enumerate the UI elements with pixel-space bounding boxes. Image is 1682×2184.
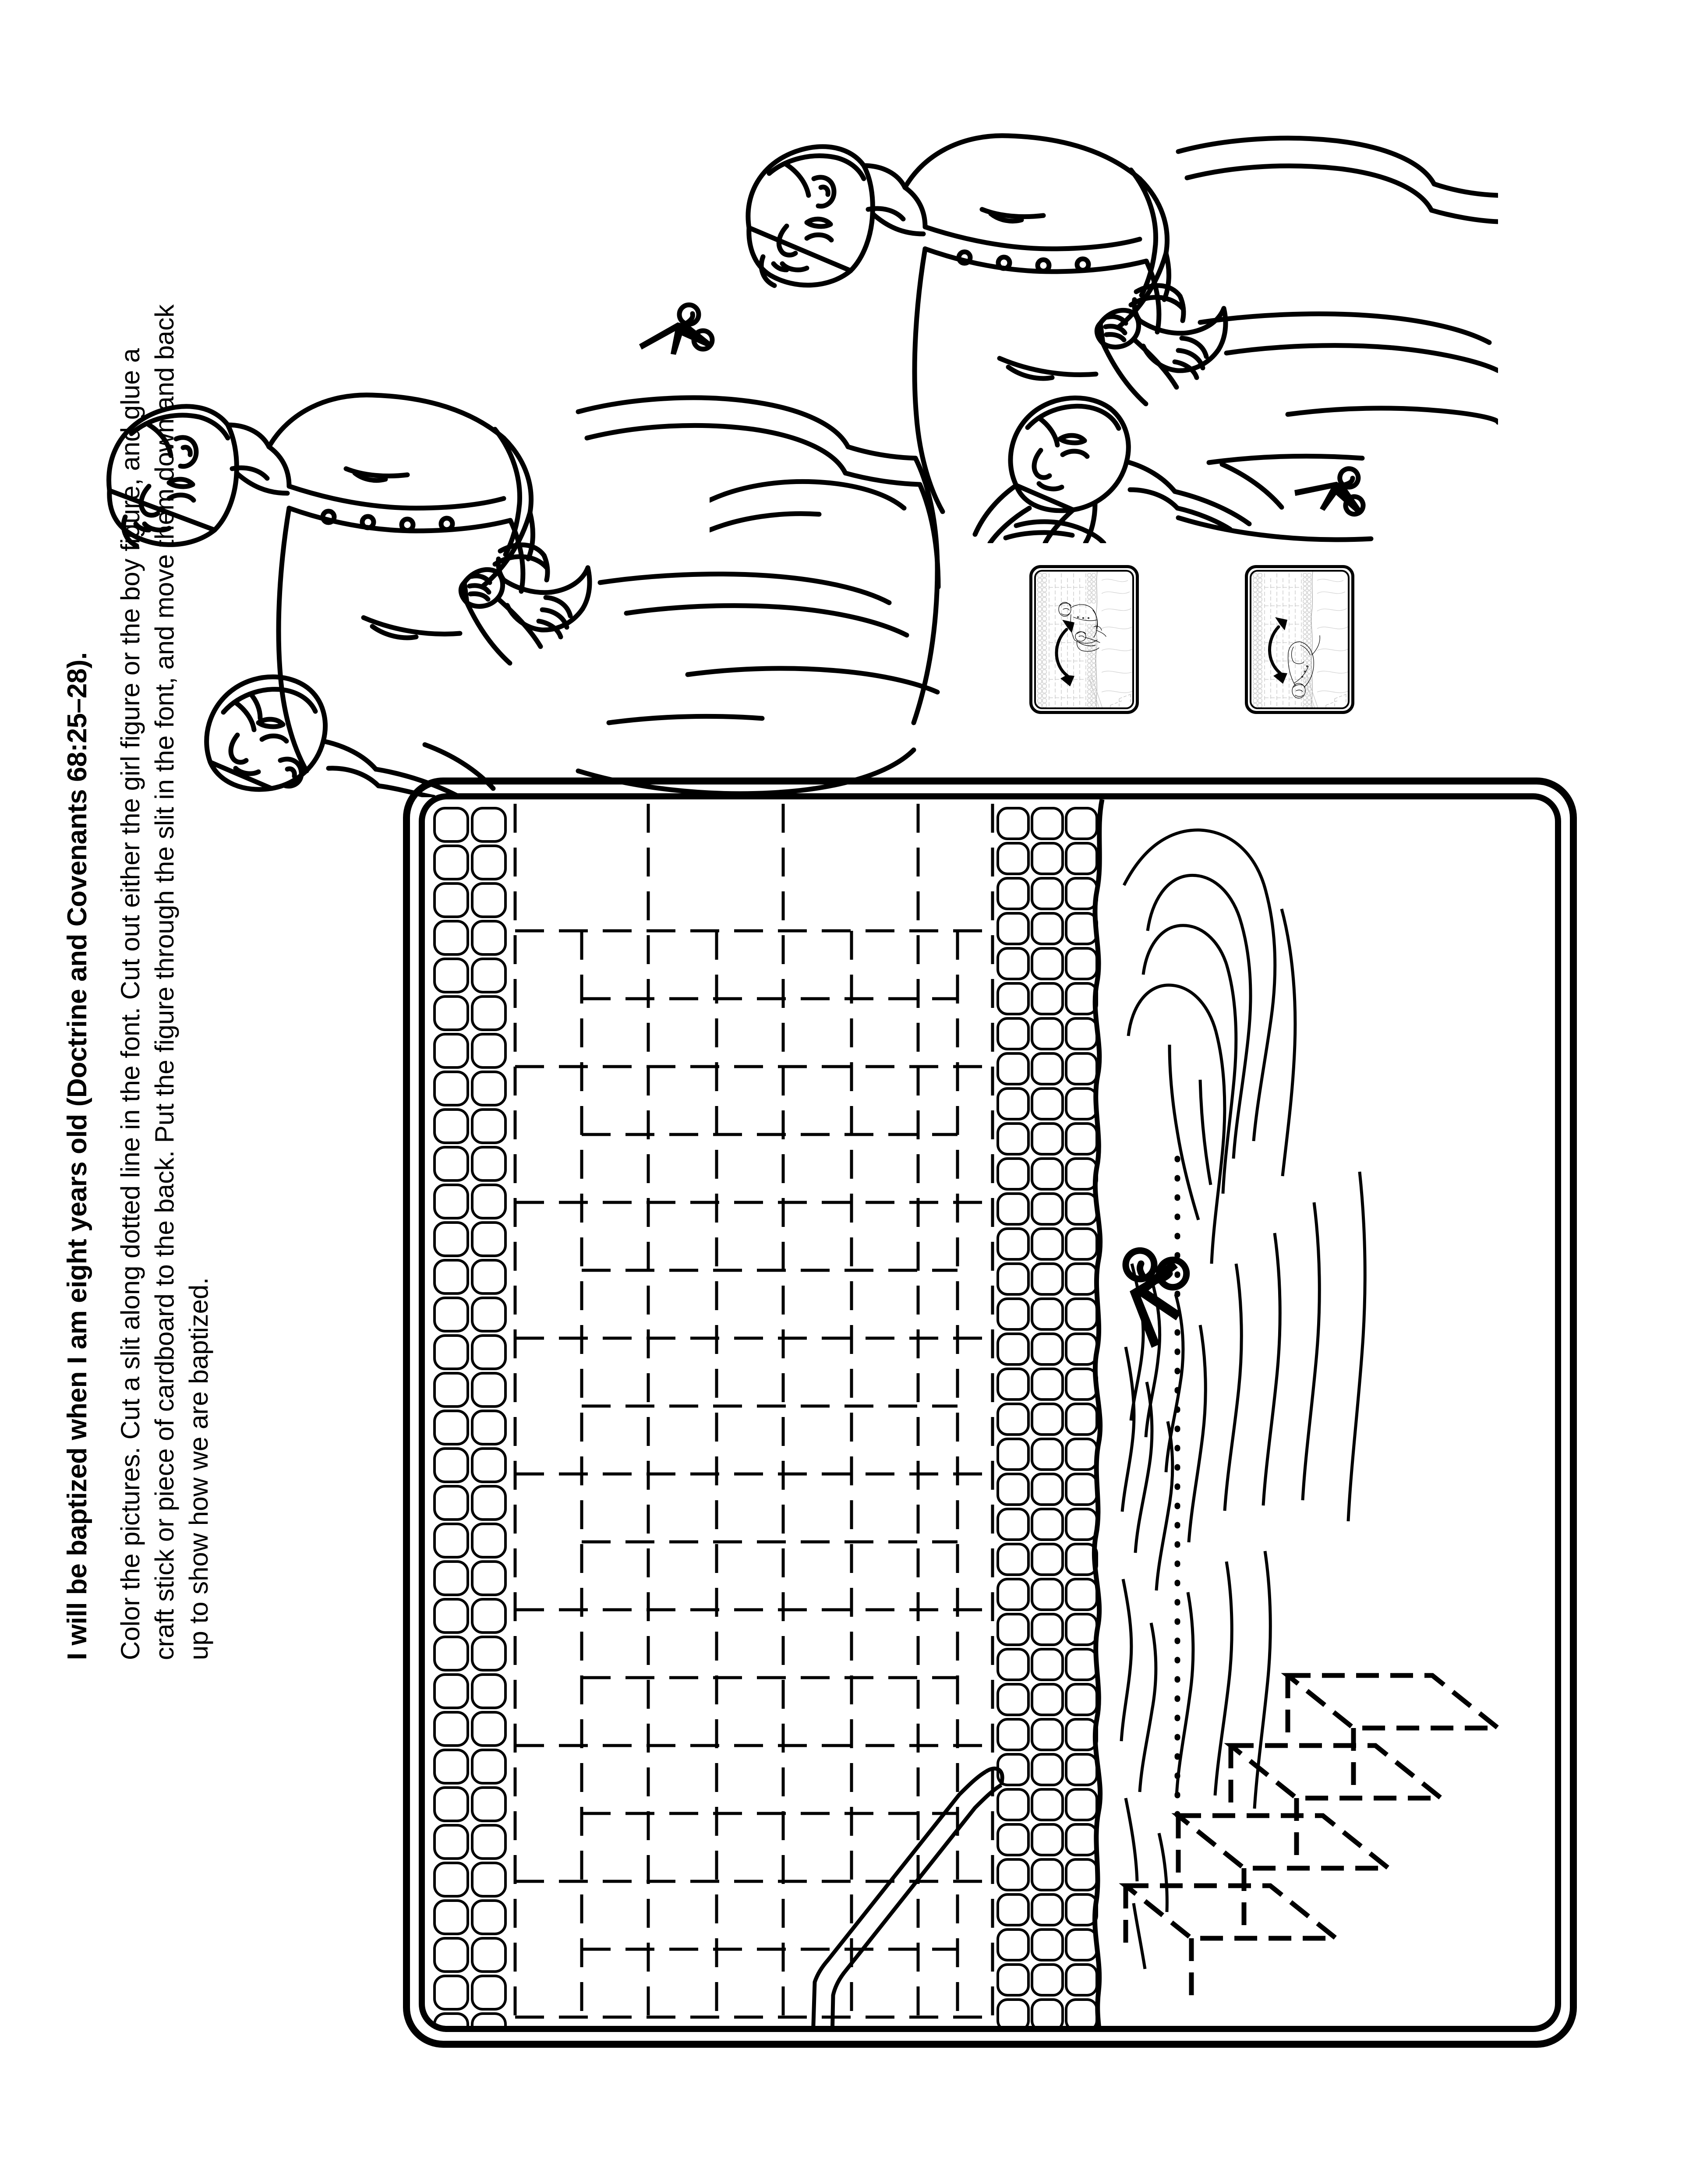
instructions-body: Color the pictures. Cut a slit along dot… bbox=[116, 304, 214, 1660]
handrail bbox=[811, 1767, 1004, 2026]
inset-figure-down bbox=[1029, 565, 1139, 714]
girl-baptism-figure bbox=[710, 26, 1498, 543]
water-edge bbox=[1092, 799, 1105, 2026]
tile-border-right bbox=[996, 807, 1098, 2026]
curved-double-arrow bbox=[1055, 620, 1074, 686]
font-scene bbox=[433, 799, 1505, 2026]
font-border-outer bbox=[403, 777, 1577, 2048]
baptismal-font-panel bbox=[403, 777, 1577, 2048]
inset-figure-up bbox=[1245, 565, 1354, 714]
inset-scene-up bbox=[1253, 572, 1348, 707]
inset-border-outer bbox=[1245, 565, 1354, 714]
font-steps bbox=[1119, 1673, 1505, 1995]
font-border-inner bbox=[419, 793, 1561, 2032]
inset-border-inner bbox=[1250, 570, 1350, 709]
page-title: I will be baptized when I am eight years… bbox=[62, 652, 92, 1660]
scissors-icon bbox=[1294, 462, 1373, 526]
water-ripples bbox=[1120, 828, 1367, 1969]
inset-scene-down bbox=[1037, 572, 1132, 707]
boy-baptism-figure bbox=[83, 280, 951, 797]
tiled-wall bbox=[513, 804, 994, 2026]
scissors-icon bbox=[1122, 1247, 1190, 1348]
scissors-icon bbox=[637, 302, 721, 368]
curved-double-arrow bbox=[1268, 617, 1287, 684]
instructions-block: I will be baptized when I am eight years… bbox=[61, 293, 324, 1660]
inset-border-inner bbox=[1034, 570, 1134, 709]
tile-border-left bbox=[433, 807, 507, 2026]
inset-border-outer bbox=[1029, 565, 1139, 714]
